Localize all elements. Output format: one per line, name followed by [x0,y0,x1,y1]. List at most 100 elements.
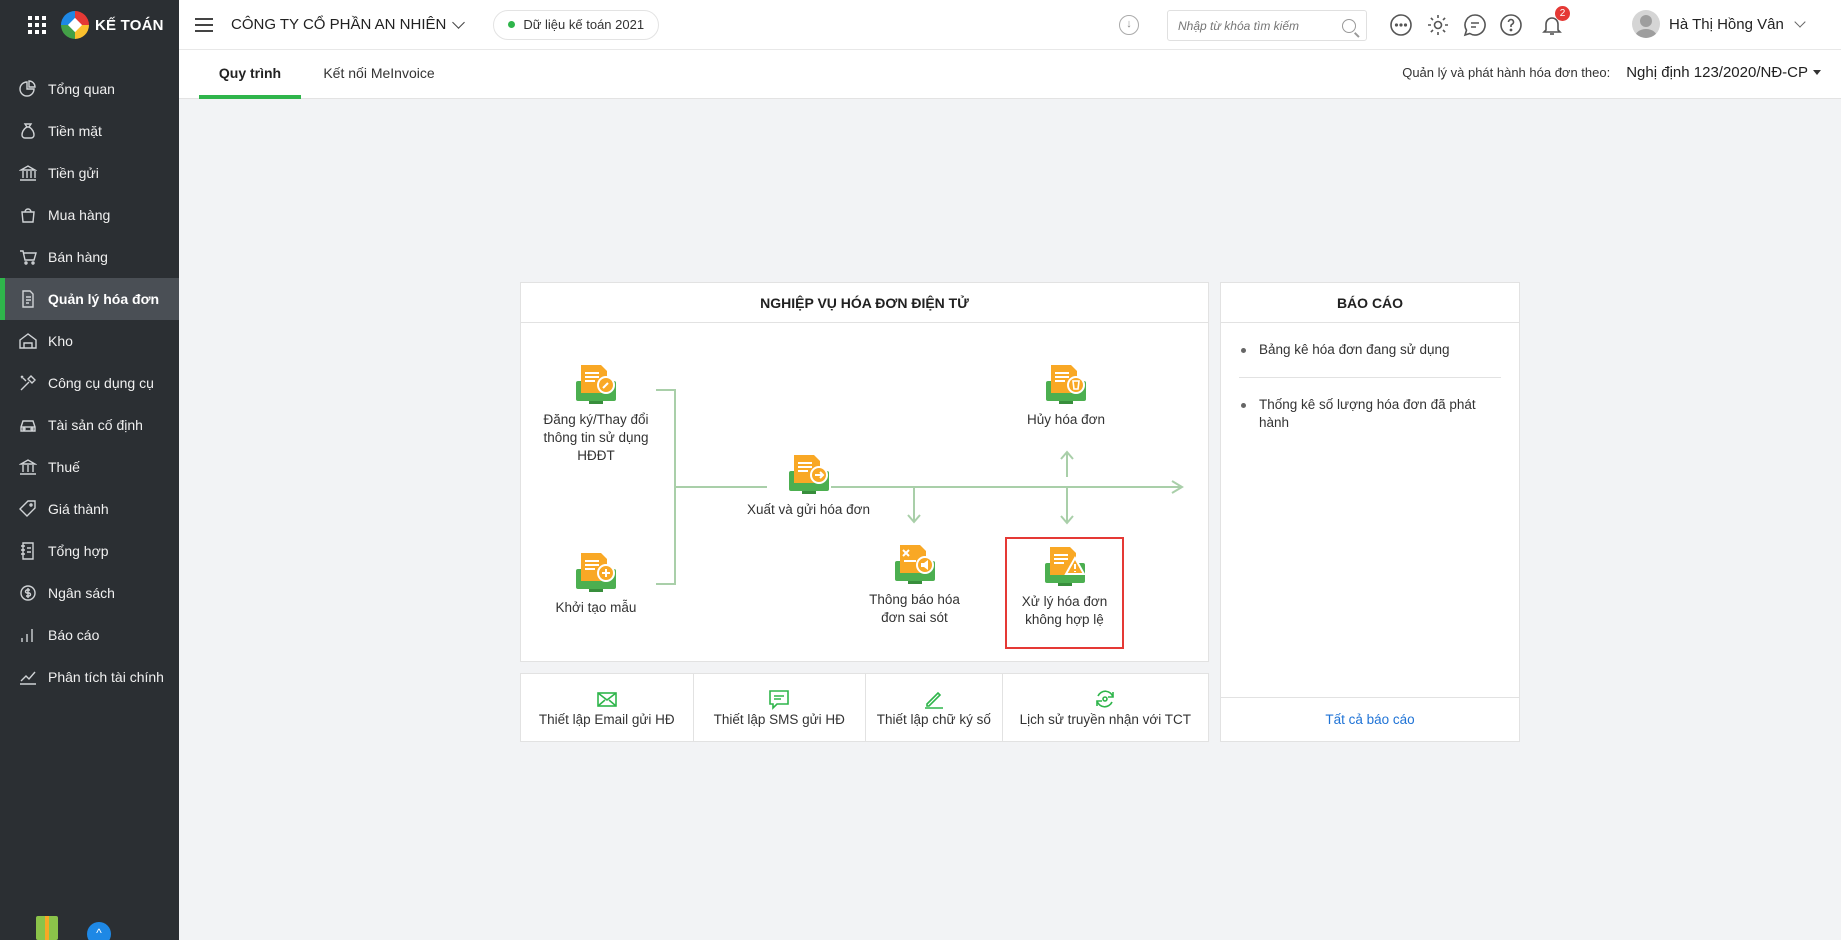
node-invalid-label: Xử lý hóa đơn không hợp lệ [1021,594,1108,627]
register-invoice-icon [576,365,616,404]
sms-icon [769,690,790,710]
sidebar-item-bao-cao[interactable]: Báo cáo [0,614,179,656]
download-icon[interactable]: ↓ [1119,15,1139,35]
sidebar-item-label: Mua hàng [48,207,111,223]
sidebar-item-thue[interactable]: Thuế [0,446,179,488]
logo-icon [61,11,89,39]
report-item[interactable]: Bảng kê hóa đơn đang sử dụng [1239,323,1501,377]
shopping-bag-icon [18,205,38,225]
search-input[interactable] [1178,18,1338,33]
sidebar-item-tai-san-co-dinh[interactable]: Tài sản cố định [0,404,179,446]
sidebar-footer: ^ [0,910,179,940]
sidebar-item-label: Tiền mặt [48,123,102,139]
sidebar-item-mua-hang[interactable]: Mua hàng [0,194,179,236]
chevron-up-icon[interactable]: ^ [87,922,111,940]
company-name: CÔNG TY CỔ PHẦN AN NHIÊN [231,16,447,33]
help-icon[interactable] [1499,13,1523,37]
sidebar-item-tien-gui[interactable]: Tiền gửi [0,152,179,194]
tax-building-icon [18,457,38,477]
notification-badge: 2 [1555,6,1570,21]
sidebar: KẾ TOÁN Tổng quan Tiền mặt Tiền gửi Mua … [0,0,179,940]
sidebar-item-cong-cu-dung-cu[interactable]: Công cụ dụng cụ [0,362,179,404]
cart-icon [18,247,38,267]
accounting-data-label: Dữ liệu kế toán 2021 [523,17,645,32]
caret-down-icon [1813,70,1821,75]
chevron-down-icon [452,15,466,29]
sidebar-item-label: Kho [48,333,73,349]
sidebar-item-label: Bán hàng [48,249,108,265]
sidebar-item-gia-thanh[interactable]: Giá thành [0,488,179,530]
process-title: NGHIỆP VỤ HÓA ĐƠN ĐIỆN TỬ [521,283,1208,323]
status-dot-icon [508,21,516,28]
chevron-down-icon [1794,15,1806,28]
sidebar-item-tien-mat[interactable]: Tiền mặt [0,110,179,152]
ledger-icon [18,541,38,561]
tabs-bar: Quy trình Kết nối MeInvoice Quản lý và p… [179,50,1841,99]
sidebar-item-label: Tổng quan [48,81,115,97]
app-grid-icon[interactable] [28,16,46,34]
node-issue-label: Xuất và gửi hóa đơn [747,502,870,517]
node-issue[interactable]: Xuất và gửi hóa đơn [736,453,881,519]
tab-ket-noi-meinvoice[interactable]: Kết nối MeInvoice [323,65,435,81]
node-invalid[interactable]: Xử lý hóa đơn không hợp lệ [1005,537,1124,649]
setting-email[interactable]: Thiết lập Email gửi HĐ [521,674,694,741]
sidebar-item-label: Ngân sách [48,585,115,601]
sidebar-item-label: Phân tích tài chính [48,669,164,685]
settings-bar: Thiết lập Email gửi HĐ Thiết lập SMS gửi… [520,673,1209,742]
user-menu[interactable]: Hà Thị Hồng Vân [1632,10,1806,38]
search-icon[interactable] [1342,18,1356,33]
reports-title: BÁO CÁO [1221,283,1519,323]
avatar [1632,10,1660,38]
issue-invoice-icon [788,455,829,494]
bell-icon[interactable]: 2 [1540,6,1570,37]
setting-email-label: Thiết lập Email gửi HĐ [538,712,675,727]
sidebar-item-label: Giá thành [48,501,109,517]
chat-icon[interactable] [1463,13,1487,37]
bar-chart-icon [18,625,38,645]
chart-pie-icon [18,79,38,99]
sidebar-item-label: Tiền gửi [48,165,99,181]
menu-icon[interactable] [195,14,213,36]
process-panel: NGHIỆP VỤ HÓA ĐƠN ĐIỆN TỬ Đăng [520,282,1209,662]
price-tag-icon [18,499,38,519]
decree-value: Nghị định 123/2020/NĐ-CP [1626,64,1808,81]
create-template-icon [576,553,616,592]
tab-quy-trinh[interactable]: Quy trình [199,50,301,99]
logo-text: KẾ TOÁN [95,16,164,34]
more-options-icon[interactable] [1389,13,1413,37]
node-cancel[interactable]: Hủy hóa đơn [1021,363,1111,429]
setting-signature[interactable]: Thiết lập chữ ký số [866,674,1003,741]
decree-selector[interactable]: Quản lý và phát hành hóa đơn theo: Nghị … [1402,64,1821,81]
setting-sms-label: Thiết lập SMS gửi HĐ [713,712,845,727]
sidebar-item-ban-hang[interactable]: Bán hàng [0,236,179,278]
warehouse-icon [18,331,38,351]
report-item[interactable]: Thống kê số lượng hóa đơn đã phát hành [1239,377,1501,450]
sidebar-item-ngan-sach[interactable]: Ngân sách [0,572,179,614]
top-bar: CÔNG TY CỔ PHẦN AN NHIÊN Dữ liệu kế toán… [179,0,1841,50]
app-logo[interactable]: KẾ TOÁN [61,11,164,39]
node-register[interactable]: Đăng ký/Thay đổi thông tin sử dụng HĐĐT [541,363,651,465]
process-flow: Đăng ký/Thay đổi thông tin sử dụng HĐĐT … [521,323,1209,653]
setting-signature-label: Thiết lập chữ ký số [876,712,991,727]
sidebar-item-tong-quan[interactable]: Tổng quan [0,68,179,110]
gear-icon[interactable] [1426,13,1450,37]
sidebar-item-quan-ly-hoa-don[interactable]: Quản lý hóa đơn [0,278,179,320]
sidebar-item-kho[interactable]: Kho [0,320,179,362]
sidebar-item-label: Quản lý hóa đơn [48,291,160,307]
sidebar-item-tong-hop[interactable]: Tổng hợp [0,530,179,572]
node-template[interactable]: Khởi tạo mẫu [541,551,651,617]
sidebar-item-label: Thuế [48,459,80,475]
accounting-data-selector[interactable]: Dữ liệu kế toán 2021 [493,9,660,40]
gift-icon[interactable] [36,916,58,940]
tools-icon [18,373,38,393]
setting-history[interactable]: Lịch sử truyền nhận với TCT [1003,674,1208,741]
all-reports-link[interactable]: Tất cả báo cáo [1221,697,1519,741]
node-error-notice[interactable]: Thông báo hóa đơn sai sót [867,543,962,627]
company-selector[interactable]: CÔNG TY CỔ PHẦN AN NHIÊN [231,15,466,33]
sidebar-item-phan-tich-tai-chinh[interactable]: Phân tích tài chính [0,656,179,698]
invalid-invoice-warning-icon [1044,547,1086,586]
sidebar-nav: Tổng quan Tiền mặt Tiền gửi Mua hàng Bán… [0,68,179,698]
signature-icon [924,691,943,709]
setting-history-label: Lịch sử truyền nhận với TCT [1019,712,1192,727]
setting-sms[interactable]: Thiết lập SMS gửi HĐ [694,674,866,741]
